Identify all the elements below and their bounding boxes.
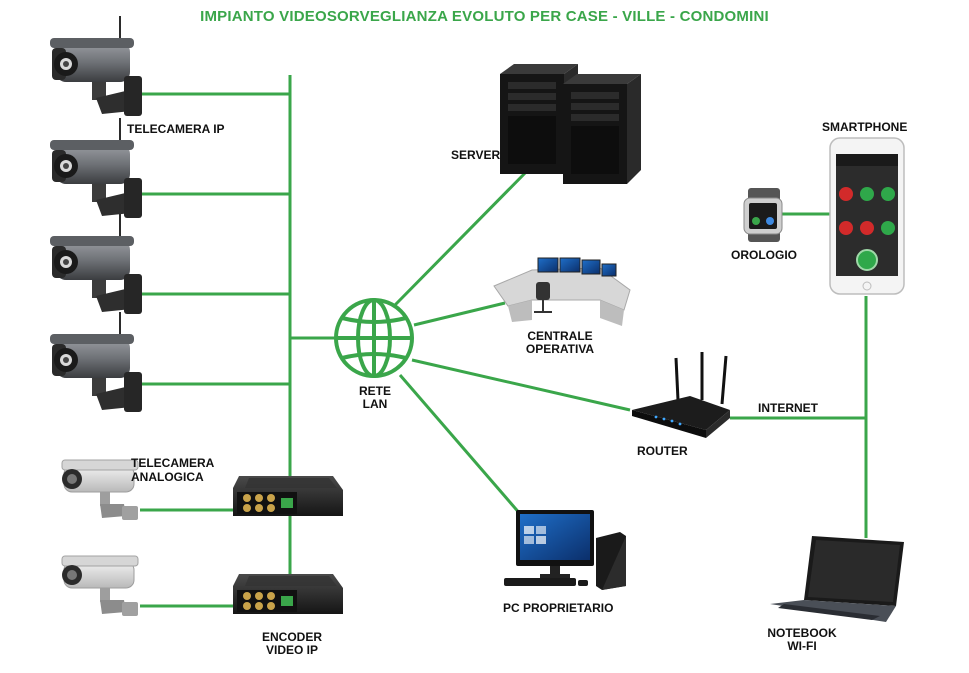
notebook-laptop-icon [770,536,904,622]
label-lan-line2: LAN [362,397,388,411]
ip-camera-1 [49,15,143,117]
ip-camera-3 [49,213,143,315]
label-lan-line1: RETE [358,384,391,398]
label-analog-camera-line1: TELECAMERA [131,456,215,470]
wifi-router-icon [632,352,730,438]
label-notebook-line2: WI-FI [787,639,817,653]
analog-camera-icon [61,555,139,617]
ip-camera-icon [49,15,143,117]
label-encoder: ENCODER VIDEO IP [252,631,332,657]
ip-camera-icon [49,311,143,413]
encoder-2 [233,574,343,614]
globe-network-icon [334,298,414,378]
label-lan: RETE LAN [350,385,400,411]
smartphone-icon [829,137,905,295]
label-internet: INTERNET [758,401,818,415]
desktop-pc-icon [504,510,626,590]
label-control-room: CENTRALE OPERATIVA [515,330,605,356]
analog-camera-icon [61,459,139,521]
label-analog-camera: TELECAMERA ANALOGICA [131,456,214,484]
control-room-desk-icon [493,257,631,326]
label-analog-camera-line2: ANALOGICA [131,470,204,484]
analog-camera-2 [61,555,139,617]
label-smartphone: SMARTPHONE [822,120,908,134]
server-tower-icon [500,64,641,184]
label-control-room-line1: CENTRALE [527,329,593,343]
diagram-title: IMPIANTO VIDEOSORVEGLIANZA EVOLUTO PER C… [200,8,769,25]
ip-camera-icon [49,213,143,315]
label-encoder-line1: ENCODER [261,630,322,644]
analog-camera-1 [61,459,139,521]
video-encoder-icon [233,476,343,516]
label-server: SERVER [451,148,501,162]
label-router: ROUTER [637,444,688,458]
connection-lines [138,75,868,608]
label-ip-camera: TELECAMERA IP [127,122,225,136]
video-encoder-icon [233,574,343,614]
label-notebook: NOTEBOOK WI-FI [762,627,842,653]
label-control-room-line2: OPERATIVA [525,342,595,356]
label-encoder-line2: VIDEO IP [265,643,318,657]
label-notebook-line1: NOTEBOOK [767,626,837,640]
smartwatch-icon [743,188,783,242]
label-owner-pc: PC PROPRIETARIO [503,601,614,615]
label-watch: OROLOGIO [731,248,797,262]
ip-camera-4 [49,311,143,413]
encoder-1 [233,476,343,516]
